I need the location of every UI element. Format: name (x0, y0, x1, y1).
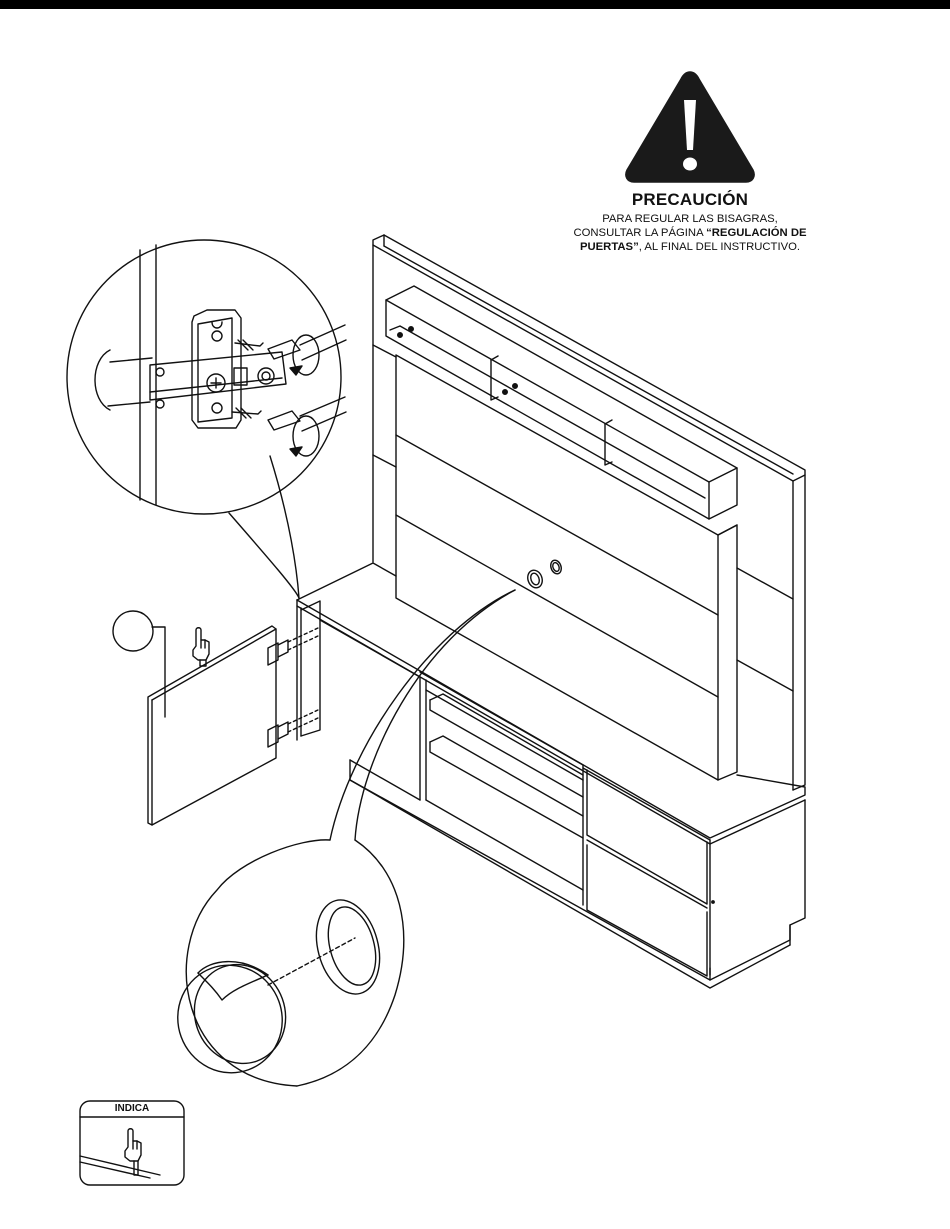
caution-line-1: PARA REGULAR LAS BISAGRAS, (602, 213, 778, 225)
cabinet-door (113, 611, 318, 825)
warning-triangle-icon (626, 72, 754, 182)
caution-body: PARA REGULAR LAS BISAGRAS, CONSULTAR LA … (540, 212, 840, 254)
pointing-hand-icon (193, 628, 209, 666)
caution-line-2-prefix: CONSULTAR LA PÁGINA (573, 227, 706, 239)
hinge-detail-callout (67, 240, 346, 598)
grommet-detail-callout (163, 590, 515, 1088)
tv-panel-unit (373, 235, 805, 790)
rotate-arrow-icon (290, 416, 319, 456)
caution-line-2-bold: “REGULACIÓN DE (706, 227, 806, 239)
caution-title: PRECAUCIÓN (560, 190, 820, 210)
caution-line-3-suffix: , AL FINAL DEL INSTRUCTIVO. (639, 241, 800, 253)
legend-label: INDICA (80, 1103, 184, 1114)
caution-line-3-bold: PUERTAS” (580, 241, 639, 253)
